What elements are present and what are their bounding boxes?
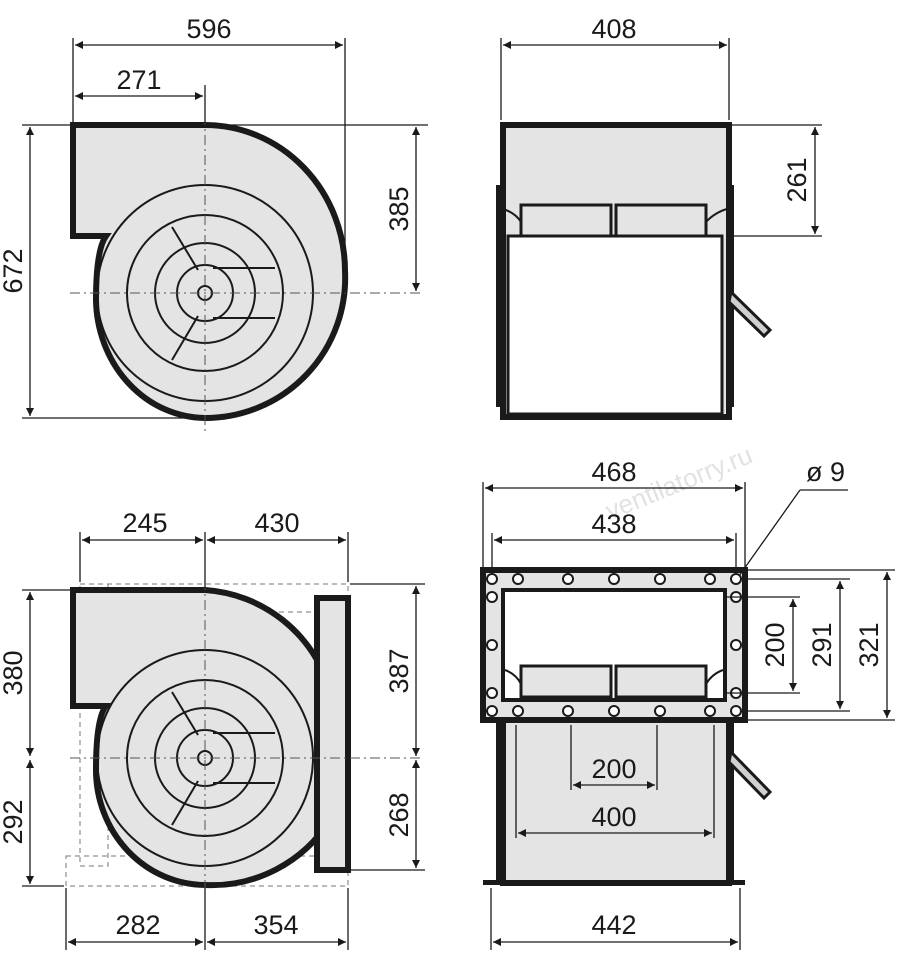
dim-hole-diameter: ø 9 — [806, 457, 845, 487]
dim-282: 282 — [115, 910, 160, 940]
motor-terminal-box — [727, 288, 773, 339]
scroll-housing — [70, 122, 349, 422]
dim-442: 442 — [591, 910, 636, 940]
side-view-bottom: 245 430 380 292 387 268 282 354 — [0, 508, 425, 950]
front-view-top: 408 261 — [496, 14, 822, 420]
base-plate — [483, 880, 745, 885]
motor-terminal-box-2 — [727, 748, 773, 801]
dim-380: 380 — [0, 650, 28, 695]
impeller-spokes — [171, 226, 275, 361]
inlet-panel — [506, 234, 724, 416]
lower-housing — [500, 717, 732, 886]
dim-672: 672 — [0, 248, 28, 293]
front-view-bottom: 468 ø 9 438 200 291 321 200 400 442 — [480, 457, 895, 950]
dim-200-vertical: 200 — [760, 622, 790, 667]
dim-292: 292 — [0, 799, 28, 844]
dim-468: 468 — [591, 457, 636, 487]
outlet-blade-right — [614, 203, 708, 238]
dim-354: 354 — [253, 910, 298, 940]
dim-408: 408 — [591, 14, 636, 44]
dim-321: 321 — [854, 622, 884, 667]
dim-245: 245 — [122, 508, 167, 538]
side-rail-left — [496, 185, 501, 407]
outlet-flange — [314, 595, 351, 873]
outlet-blade-left — [519, 203, 613, 238]
dim-400: 400 — [591, 802, 636, 832]
dim-271: 271 — [116, 65, 161, 95]
side-rail-right-2 — [729, 720, 734, 880]
dim-430: 430 — [254, 508, 299, 538]
dim-268: 268 — [384, 792, 414, 837]
dim-438: 438 — [591, 509, 636, 539]
dim-200-horizontal: 200 — [591, 754, 636, 784]
side-view-top: 596 271 672 385 — [0, 14, 428, 432]
dim-387: 387 — [384, 648, 414, 693]
dim-385: 385 — [384, 186, 414, 231]
scroll-housing-flanged — [70, 587, 333, 889]
flange-holes — [486, 573, 742, 717]
dim-596: 596 — [186, 14, 231, 44]
dim-291: 291 — [807, 622, 837, 667]
dim-261: 261 — [782, 157, 812, 202]
outlet-blade-left-2 — [519, 664, 613, 699]
outlet-blade-right-2 — [614, 664, 708, 699]
side-rail-left-2 — [496, 720, 501, 880]
